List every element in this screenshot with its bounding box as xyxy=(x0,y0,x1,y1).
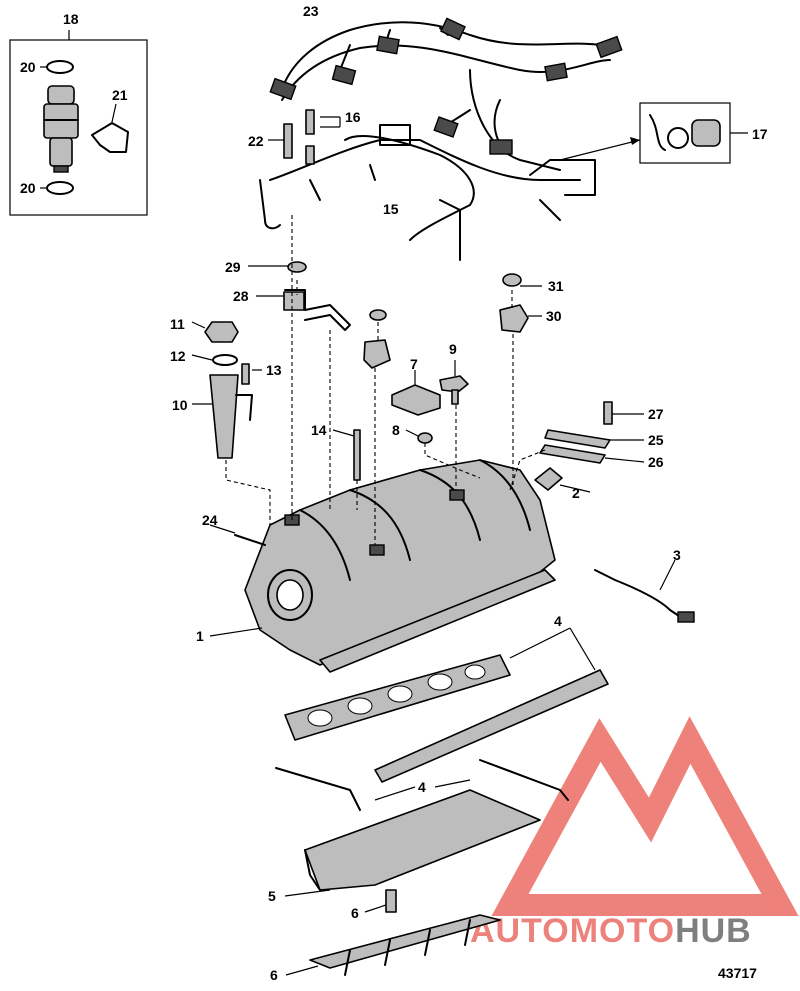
callout-23: 23 xyxy=(303,3,319,19)
callout-20-top: 20 xyxy=(20,59,36,75)
callout-20-bottom: 20 xyxy=(20,180,36,196)
o-ring-bottom xyxy=(46,181,74,195)
gaskets xyxy=(275,627,609,811)
callout-1: 1 xyxy=(196,628,204,644)
oil-fill-parts xyxy=(191,321,262,459)
bracket-bolt xyxy=(285,889,501,976)
callout-10: 9 xyxy=(449,341,457,357)
egr-parts xyxy=(534,401,645,493)
callout-7: 6 xyxy=(351,905,359,921)
intake-manifold xyxy=(209,459,556,673)
valley-cover xyxy=(284,789,541,897)
callout-29: 29 xyxy=(225,259,241,275)
callout-14: 13 xyxy=(266,362,282,378)
fuel-rail xyxy=(259,124,641,261)
callout-27: 27 xyxy=(648,406,664,422)
callout-22: 22 xyxy=(248,133,264,149)
callout-19: 18 xyxy=(63,11,79,27)
fuel-injector xyxy=(43,85,79,173)
alignment-lines xyxy=(225,215,546,545)
callout-26: 26 xyxy=(648,454,664,470)
callout-12: 11 xyxy=(170,316,185,332)
callout-9: 8 xyxy=(392,422,400,438)
sensor-lead xyxy=(594,559,695,623)
callout-labels: 18 20 20 21 23 16 22 15 17 29 28 31 30 1… xyxy=(20,3,768,983)
callout-4-lower: 4 xyxy=(418,779,426,795)
callout-18: 17 xyxy=(752,126,768,142)
connector-inset xyxy=(639,102,748,164)
callout-25: 25 xyxy=(648,432,664,448)
callout-6: 6 xyxy=(270,967,278,983)
callout-8: 7 xyxy=(410,356,418,372)
injector-clip xyxy=(91,122,129,153)
small-parts-mid xyxy=(248,261,542,369)
small-parts-top xyxy=(268,109,341,165)
callout-28: 28 xyxy=(233,288,249,304)
inset-frame xyxy=(9,39,148,216)
injector-inset xyxy=(9,30,148,216)
callout-15: 14 xyxy=(311,422,327,438)
figure-number: 43717 xyxy=(718,965,757,981)
callout-13: 12 xyxy=(170,348,186,364)
callout-11: 10 xyxy=(172,397,188,413)
o-ring-top xyxy=(46,60,74,74)
callout-31: 31 xyxy=(548,278,564,294)
watermark-triangle-icon xyxy=(491,716,799,916)
callout-5: 5 xyxy=(268,888,276,904)
watermark-logo: AUTOMOTOHUB xyxy=(470,716,799,950)
callout-3: 3 xyxy=(673,547,681,563)
callout-24: 24 xyxy=(202,512,218,528)
watermark-text-primary: AUTOMOTOHUB xyxy=(470,912,752,950)
callout-17: 16 xyxy=(345,109,361,125)
callout-21: 21 xyxy=(112,87,128,103)
callout-4-upper: 4 xyxy=(554,613,562,629)
callout-2: 2 xyxy=(572,485,580,501)
sensors xyxy=(332,360,469,481)
callout-30: 30 xyxy=(546,308,562,324)
callout-16: 15 xyxy=(383,201,399,217)
wiring-harness xyxy=(269,17,623,171)
